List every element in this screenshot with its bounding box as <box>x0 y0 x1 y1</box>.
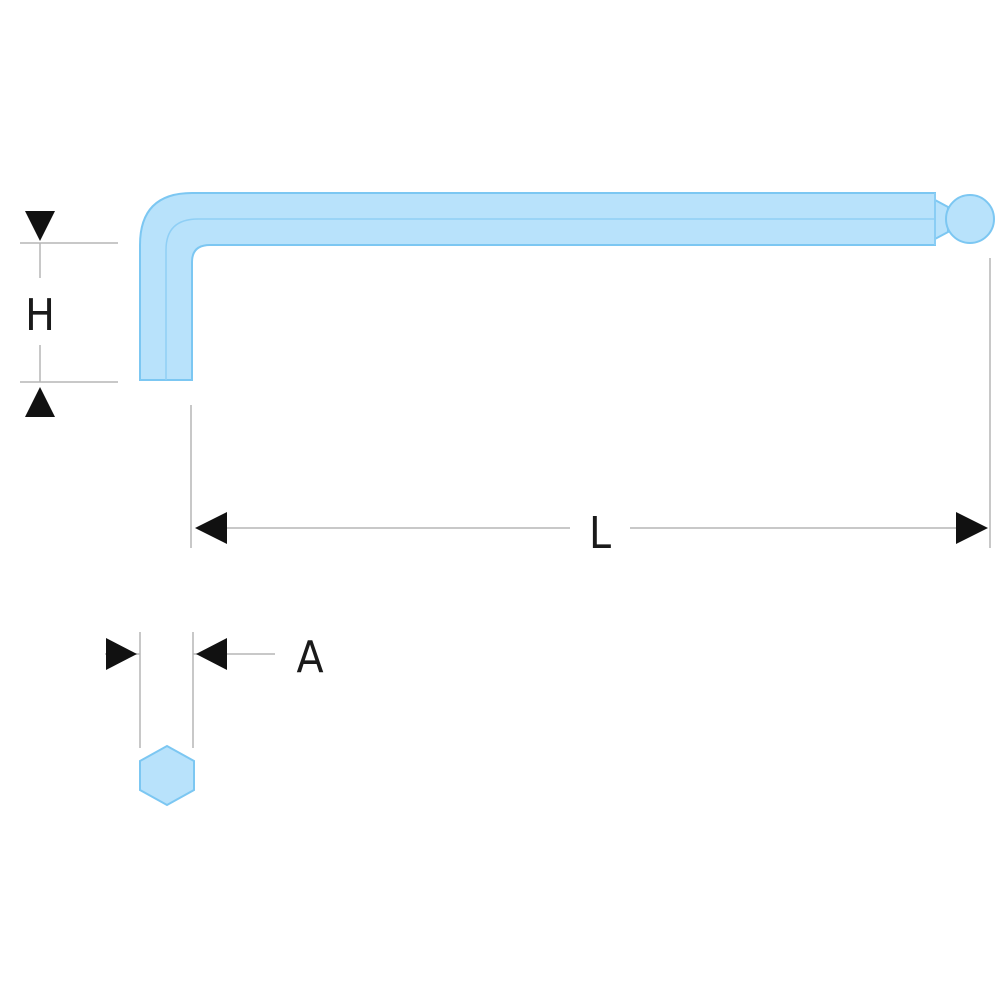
length-dimension: L <box>190 258 991 559</box>
across-flats-arrow-left <box>106 638 137 670</box>
across-flats-dimension: A <box>105 632 324 748</box>
height-arrow-up <box>25 387 55 417</box>
length-arrow-left <box>195 512 227 544</box>
across-flats-arrow-right <box>196 638 227 670</box>
length-label: L <box>589 508 611 559</box>
hex-key-body <box>139 192 936 381</box>
height-arrow-down <box>25 211 55 241</box>
height-label: H <box>25 290 55 341</box>
length-arrow-right <box>956 512 988 544</box>
hexagon-cross-section-icon <box>139 744 195 807</box>
across-flats-label: A <box>296 632 323 683</box>
hex-key-edge-line <box>165 218 935 380</box>
hex-key-tool <box>139 192 995 381</box>
height-dimension: H <box>20 211 118 417</box>
hex-key-ball-end <box>945 194 995 244</box>
